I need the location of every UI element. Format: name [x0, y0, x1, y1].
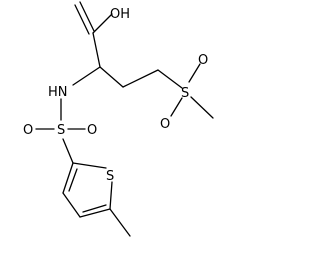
atom-thiophene-s: S — [106, 169, 114, 184]
bond-c1-o-double-b — [74, 4, 90, 35]
bond-c8-s3 — [109, 181, 113, 210]
bond-c7-c8 — [79, 208, 111, 218]
bond-c6-c7 — [62, 192, 81, 218]
atom-labels: OH O HN S O O S S O O — [23, 7, 208, 184]
bond-c4-s2 — [157, 69, 183, 89]
atom-sulfonyl-s-right: S — [181, 86, 189, 101]
molecule-svg: OH O HN S O O S S O O — [23, 1, 214, 237]
bond-c1-oh — [92, 13, 113, 34]
bond-c3-c4 — [122, 69, 159, 88]
atom-sulfonyl-s-left: S — [57, 123, 65, 138]
atom-nh: HN — [48, 85, 68, 100]
bond-c1-o-double-a — [79, 1, 95, 32]
bond-c8-ch3 — [109, 208, 131, 237]
atom-oh: OH — [110, 7, 130, 22]
bond-s2-o-up — [188, 63, 201, 83]
atom-sulfonyl-o-left-2: O — [87, 123, 97, 138]
bonds — [35, 1, 214, 237]
atom-sulfonyl-o-right-1: O — [198, 53, 208, 68]
atom-sulfonyl-o-left-1: O — [23, 123, 33, 138]
bond-c7-c8-inner — [82, 204, 107, 213]
bond-s2-o-down — [170, 97, 183, 117]
bond-c1-c2 — [92, 32, 101, 68]
bond-c2-n — [72, 66, 101, 86]
bond-c2-c3 — [99, 66, 124, 88]
bond-c5-c6 — [62, 162, 74, 194]
bond-s1-c5 — [62, 138, 74, 164]
bond-c5-c6-inner — [68, 168, 78, 192]
atom-sulfonyl-o-right-2: O — [160, 117, 170, 132]
bond-c5-s3 — [72, 162, 107, 169]
bond-s2-ch3 — [190, 96, 214, 119]
chemical-structure-diagram: OH O HN S O O S S O O — [23, 1, 214, 237]
